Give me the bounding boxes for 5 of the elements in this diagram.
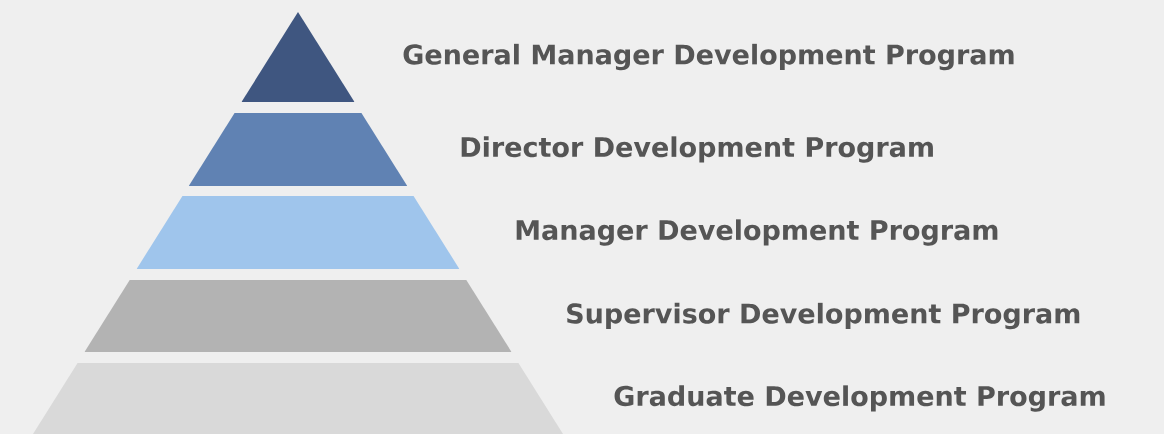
layer-label: General Manager Development Program	[403, 43, 1014, 71]
layer-label: Director Development Program	[461, 136, 933, 163]
layer-label: Manager Development Program	[516, 219, 998, 246]
layer-label: Graduate Development Program	[614, 385, 1105, 412]
layer-label: Supervisor Development Program	[567, 302, 1080, 330]
